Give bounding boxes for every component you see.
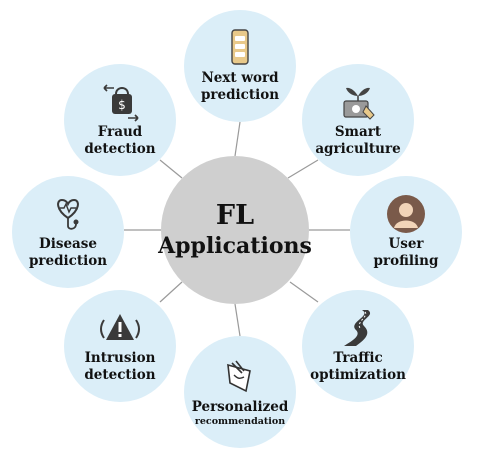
node-label-line1: Smart	[334, 124, 382, 140]
node-label-line2: recommendation	[194, 415, 286, 427]
center-title: FL	[215, 200, 255, 231]
node-fraud-detection: $ Fraud detection	[64, 64, 176, 176]
connector-line	[289, 281, 319, 303]
node-label-line2: detection	[84, 367, 156, 383]
node-disease-prediction: Disease prediction	[12, 176, 124, 288]
node-personalized-recommendation: Personalized recommendation	[184, 336, 296, 448]
user-avatar-icon	[387, 195, 425, 233]
connector-line	[234, 303, 241, 337]
node-intrusion-detection: Intrusion detection	[64, 290, 176, 402]
heart-stethoscope-icon	[57, 198, 79, 230]
smartphone-icon	[231, 29, 249, 65]
center-hub: FL Applications	[158, 156, 312, 304]
node-label-line1: User	[388, 236, 424, 252]
node-label-line1: Personalized	[191, 398, 289, 415]
node-label-line1: Intrusion	[84, 350, 156, 366]
node-next-word-prediction: Next word prediction	[184, 10, 296, 122]
plant-tablet-icon	[343, 87, 375, 120]
svg-text:$: $	[118, 98, 126, 112]
node-label-line2: agriculture	[315, 141, 401, 157]
road-icon	[344, 310, 371, 346]
warning-signal-icon	[100, 314, 140, 340]
hand-recommend-icon	[227, 360, 251, 392]
connector-line	[159, 159, 183, 179]
money-lock-icon: $	[103, 84, 139, 122]
node-smart-agriculture: Smart agriculture	[302, 64, 414, 176]
node-user-profiling: User profiling	[350, 176, 462, 288]
connector-line	[234, 121, 241, 157]
node-label-line1: Disease	[39, 236, 97, 252]
node-label-line2: optimization	[310, 367, 406, 383]
node-label-line2: prediction	[200, 87, 280, 103]
connector-line	[287, 159, 319, 179]
connector-line	[159, 281, 183, 303]
node-label-line2: prediction	[28, 253, 108, 269]
node-label-line2: detection	[84, 141, 156, 157]
node-label-line2: profiling	[373, 253, 439, 269]
node-label-line1: Next word	[201, 70, 279, 86]
node-label-line1: Traffic	[333, 350, 383, 366]
node-traffic-optimization: Traffic optimization	[302, 290, 414, 402]
node-label-line1: Fraud	[97, 124, 143, 140]
center-subtitle: Applications	[158, 233, 312, 259]
